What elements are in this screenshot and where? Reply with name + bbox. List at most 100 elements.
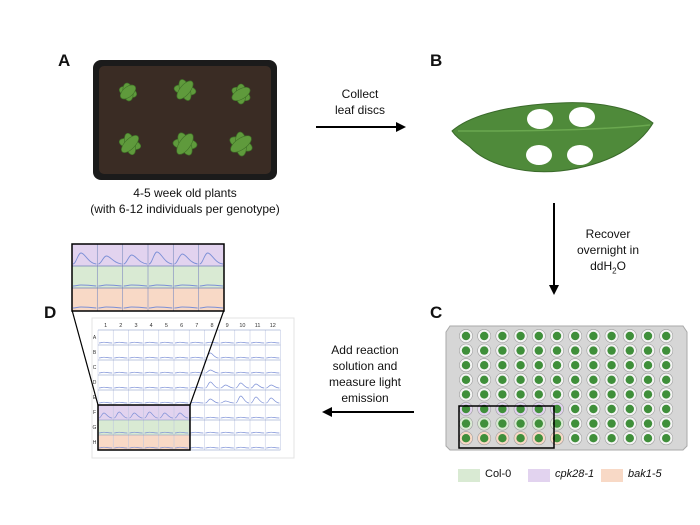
legend-label-bak1: bak1-5 (628, 468, 662, 480)
luminescence-trace (250, 396, 265, 404)
legend-label-col0: Col-0 (485, 468, 512, 480)
grid-row-label: H (93, 440, 97, 446)
luminescence-trace (159, 446, 174, 449)
luminescence-trace (205, 416, 219, 419)
luminescence-trace (144, 446, 158, 449)
luminescence-trace (144, 386, 158, 389)
luminescence-trace (174, 356, 189, 359)
luminescence-trace (174, 412, 189, 419)
grid-column-label: 1 (104, 323, 107, 329)
luminescence-trace (235, 416, 250, 419)
grid-column-label: 11 (255, 323, 261, 329)
recover-line2: overnight in (576, 243, 640, 257)
luminescence-trace (220, 416, 234, 419)
luminescence-trace (220, 356, 234, 359)
luminescence-trace (266, 397, 280, 404)
add-line4: emission (341, 391, 389, 405)
luminescence-trace (129, 371, 143, 374)
luminescence-trace (205, 381, 219, 389)
zoomed-trace (72, 252, 97, 265)
luminescence-trace (235, 382, 250, 389)
luminescence-trace (144, 401, 158, 404)
panel-letter-a: A (58, 51, 71, 70)
zoomed-trace (148, 284, 173, 287)
arrow-down-icon (549, 203, 559, 295)
zoomed-inset (71, 243, 225, 312)
grid-column-label: 12 (270, 323, 276, 329)
luminescence-trace (266, 341, 280, 344)
add-step-label: Add reaction solution and measure light … (320, 342, 410, 406)
grid-row-label: D (93, 380, 97, 386)
luminescence-trace (250, 383, 265, 389)
luminescence-trace (129, 412, 143, 419)
zoomed-trace (174, 253, 198, 265)
luminescence-trace (159, 341, 174, 344)
zoomed-trace (148, 306, 173, 309)
recover-line3-sub: 2 (612, 266, 617, 276)
collect-line1: Collect (341, 87, 379, 101)
luminescence-trace (98, 446, 113, 449)
luminescence-trace (159, 386, 174, 389)
luminescence-trace (235, 395, 250, 404)
luminescence-trace (205, 369, 219, 374)
luminescence-trace (98, 412, 113, 419)
grid-row-label: F (93, 410, 96, 416)
recover-line3-end: O (616, 259, 626, 273)
luminescence-trace (159, 412, 174, 419)
luminescence-trace (190, 431, 204, 434)
luminescence-trace (144, 356, 158, 359)
legend-swatch-bak1 (601, 469, 623, 482)
luminescence-trace (174, 431, 189, 434)
luminescence-trace (114, 446, 128, 449)
luminescence-trace (266, 416, 280, 419)
luminescence-trace (220, 431, 234, 434)
zoomed-trace (123, 306, 148, 309)
luminescence-trace (250, 341, 265, 344)
luminescence-trace (114, 401, 128, 404)
zoomed-trace (98, 284, 122, 287)
zoomed-trace (72, 284, 97, 287)
zoom-source-frame (97, 404, 191, 451)
luminescence-trace (98, 356, 113, 359)
zoomed-trace (123, 254, 148, 265)
luminescence-trace (266, 371, 280, 374)
panel-letter-c: C (430, 303, 443, 322)
luminescence-trace (174, 371, 189, 374)
luminescence-trace (114, 411, 128, 419)
luminescence-trace (250, 416, 265, 419)
luminescence-trace (144, 411, 158, 419)
grid-row-label: E (93, 395, 97, 401)
luminescence-trace (205, 398, 219, 404)
luminescence-trace (114, 371, 128, 374)
panel-letter-b: B (430, 51, 443, 70)
luminescence-trace (190, 341, 204, 344)
leaf-image (451, 102, 654, 173)
sample-wells-frame (458, 405, 555, 449)
recover-step-label: Recover overnight in ddH2O (568, 226, 648, 279)
legend-swatch-col0 (458, 469, 480, 482)
plants-caption-line1: 4-5 week old plants (133, 186, 237, 200)
luminescence-trace (159, 431, 174, 434)
luminescence-trace (114, 341, 128, 344)
add-line2: solution and (332, 359, 398, 373)
luminescence-trace (235, 341, 250, 344)
arrow-left-icon (322, 407, 414, 417)
grid-column-label: 5 (165, 323, 168, 329)
luminescence-trace (235, 356, 250, 359)
collect-line2: leaf discs (334, 103, 386, 117)
luminescence-trace (144, 371, 158, 374)
zoomed-trace (199, 284, 224, 287)
plants-caption-line2: (with 6-12 individuals per genotype) (90, 202, 280, 216)
luminescence-trace (144, 431, 158, 434)
plants-caption: 4-5 week old plants (with 6-12 individua… (80, 185, 290, 217)
recover-line3-main: ddH (590, 259, 613, 273)
luminescence-trace (190, 356, 204, 359)
zoomed-trace (98, 306, 122, 309)
grid-column-label: 8 (210, 323, 213, 329)
luminescence-trace (159, 356, 174, 359)
grid-row-label: C (93, 365, 97, 371)
luminescence-trace (250, 356, 265, 359)
luminescence-trace (129, 386, 143, 389)
